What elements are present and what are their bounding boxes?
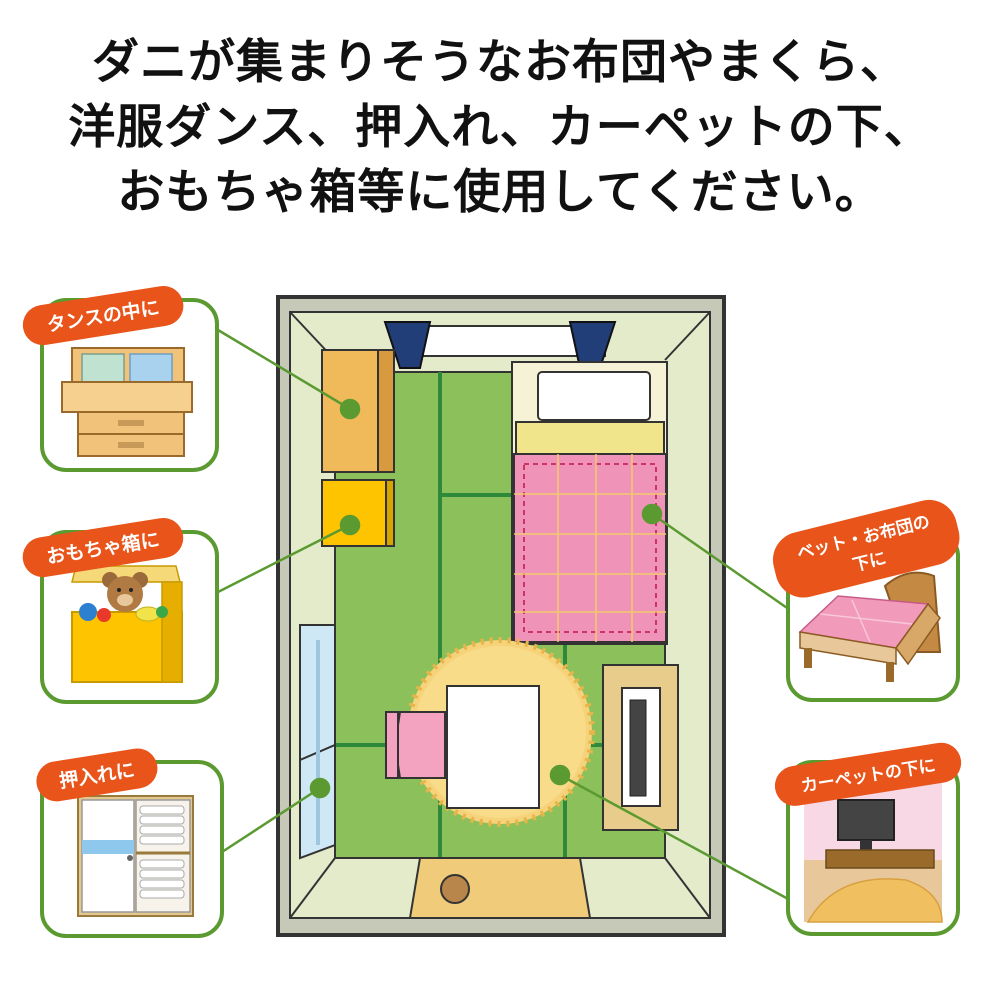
plan-bed (511, 361, 668, 645)
callout-oshiire: 押入れに (36, 748, 224, 938)
marker-carpet (549, 764, 571, 786)
plan-desk (446, 685, 540, 809)
title-line-1: ダニが集まりそうなお布団やまくら、 (92, 35, 908, 90)
callout-carpet: カーペットの下に (774, 742, 962, 936)
marker-toybox (339, 514, 361, 536)
tag-carpet (774, 742, 962, 806)
callout-tansu: タンスの中に (22, 285, 219, 472)
plan-toybox (321, 479, 387, 547)
title-line-3: おもちゃ箱等に使用してください。 (117, 165, 883, 220)
callout-toybox: おもちゃ箱に (22, 517, 219, 704)
plan-chair (393, 711, 446, 779)
marker-bed (641, 503, 663, 525)
plan-entrance (408, 857, 592, 919)
tag-oshiire (36, 748, 158, 802)
tag-bed (772, 499, 960, 598)
connector-lines (217, 328, 791, 902)
tag-toybox (22, 517, 184, 578)
marker-oshiire (309, 777, 331, 799)
marker-tansu (339, 398, 361, 420)
room-plan (276, 295, 726, 937)
tag-tansu (22, 285, 184, 346)
door-knob (440, 874, 470, 904)
page-title: ダニが集まりそうなお布団やまくら、 洋服ダンス、押入れ、カーペットの下、 おもち… (0, 30, 1000, 225)
callout-bed: ベット・お布団の 下に (772, 499, 960, 702)
title-line-2: 洋服ダンス、押入れ、カーペットの下、 (68, 100, 932, 155)
